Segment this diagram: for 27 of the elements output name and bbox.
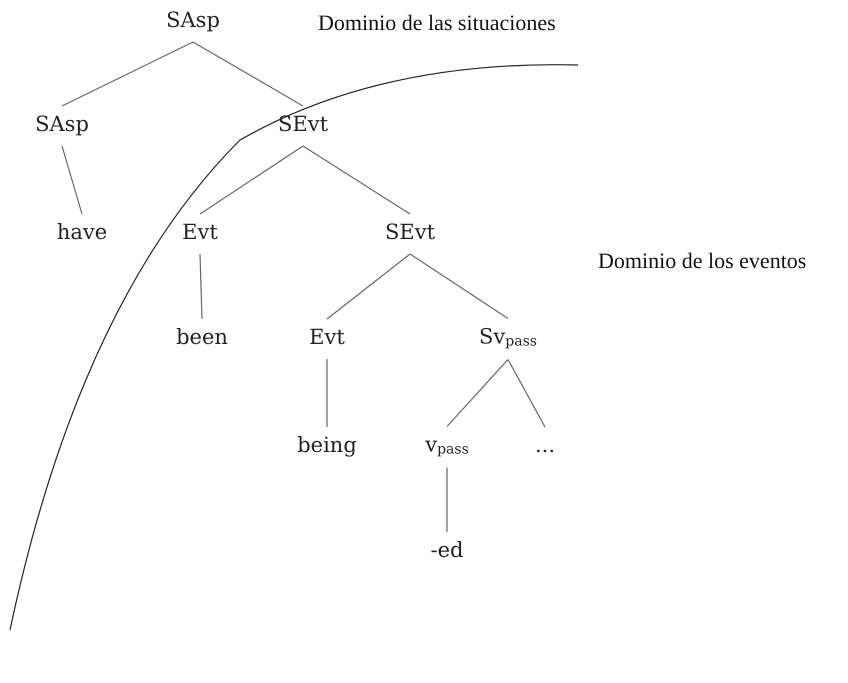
tree-node-label: Sv$_{pass}$ — [477, 324, 539, 350]
tree-branch-line — [192, 41, 304, 107]
tree-branch-line — [200, 146, 304, 214]
tree-branch-line — [199, 254, 203, 320]
tree-node-label: being — [295, 433, 359, 457]
tree-node-label: Evt — [180, 220, 220, 244]
domain-label: Dominio de los eventos — [598, 248, 806, 274]
tree-node-label: SEvt — [276, 112, 330, 136]
tree-node-label: been — [174, 325, 230, 349]
tree-node-label: have — [54, 220, 110, 244]
tree-node-label: v$_{pass}$ — [423, 432, 471, 458]
tree-branch-line — [446, 468, 448, 532]
tree-node-label: -ed — [428, 538, 466, 562]
domain-label: Dominio de las situaciones — [318, 10, 556, 36]
tree-branch-line — [446, 359, 508, 427]
tree-node-label: SAsp — [164, 8, 222, 32]
tree-branch-line — [410, 254, 508, 319]
tree-branch-line — [326, 254, 410, 320]
tree-node-label: SAsp — [33, 112, 91, 136]
tree-node-label: ... — [532, 433, 558, 457]
tree-branch-line — [507, 359, 546, 428]
tree-branch-line — [302, 146, 410, 214]
tree-branch-line — [61, 146, 83, 214]
tree-node-label: SEvt — [382, 220, 438, 244]
tree-branch-line — [62, 41, 194, 107]
tree-node-label: Evt — [307, 325, 347, 349]
tree-branch-line — [326, 359, 328, 427]
